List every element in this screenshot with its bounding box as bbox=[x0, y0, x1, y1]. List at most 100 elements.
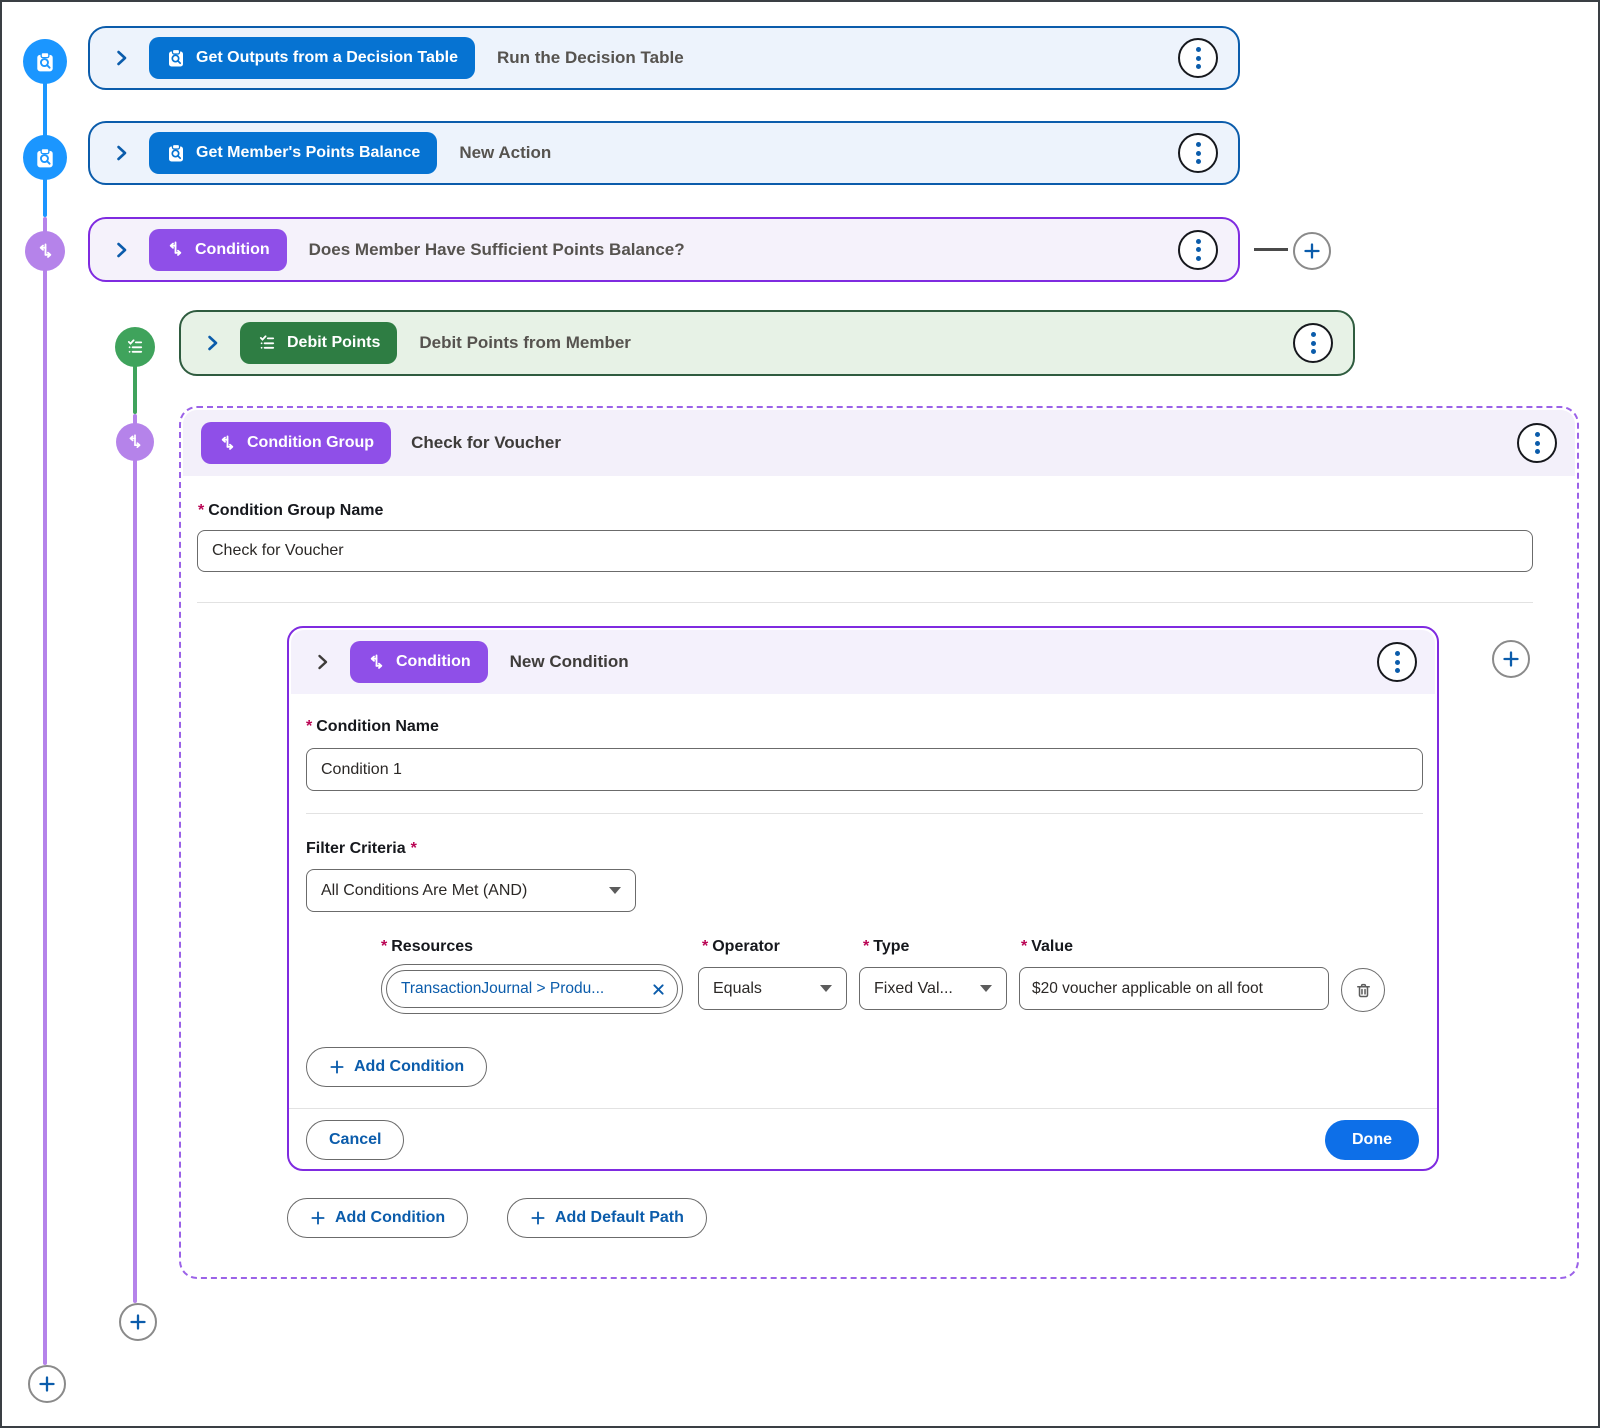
condition-group-header[interactable]: Condition Group Check for Voucher bbox=[183, 410, 1575, 476]
type-value: Fixed Val... bbox=[874, 979, 953, 997]
condition-node-icon bbox=[25, 231, 65, 271]
action-badge: Get Outputs from a Decision Table bbox=[149, 37, 475, 79]
action-badge: Get Member's Points Balance bbox=[149, 132, 438, 174]
badge-label: Debit Points bbox=[287, 334, 381, 351]
condition-menu-button[interactable] bbox=[1377, 642, 1417, 682]
plus-icon bbox=[531, 1211, 545, 1225]
delete-criteria-button[interactable] bbox=[1341, 968, 1385, 1012]
action-node-icon bbox=[23, 39, 67, 84]
add-default-path-button[interactable]: Add Default Path bbox=[507, 1198, 707, 1238]
checklist-icon bbox=[127, 339, 143, 353]
value-input[interactable] bbox=[1019, 967, 1329, 1010]
required-marker: * bbox=[410, 840, 417, 857]
flow-row-condition[interactable]: Condition Does Member Have Sufficient Po… bbox=[88, 217, 1240, 282]
debit-points-badge: Debit Points bbox=[240, 322, 398, 364]
branch-icon bbox=[169, 241, 182, 256]
badge-label: Condition bbox=[396, 653, 471, 670]
cancel-button[interactable]: Cancel bbox=[306, 1120, 405, 1160]
plus-icon bbox=[130, 1314, 146, 1330]
chevron-down-icon bbox=[820, 985, 832, 992]
expand-chevron-icon[interactable] bbox=[205, 333, 220, 353]
condition-badge: Condition bbox=[350, 641, 488, 683]
type-select[interactable]: Fixed Val... bbox=[859, 967, 1007, 1010]
condition-name-label: *Condition Name bbox=[306, 718, 439, 735]
row-menu-button[interactable] bbox=[1178, 38, 1218, 78]
add-criteria-button[interactable]: Add Condition bbox=[306, 1047, 488, 1087]
condition-name-input[interactable] bbox=[306, 748, 1423, 791]
badge-label: Get Outputs from a Decision Table bbox=[196, 49, 458, 66]
action-node-icon bbox=[23, 135, 67, 180]
clipboard-search-icon bbox=[169, 143, 183, 162]
row-title: Does Member Have Sufficient Points Balan… bbox=[308, 239, 685, 259]
group-menu-button[interactable] bbox=[1517, 423, 1557, 463]
expand-chevron-icon[interactable] bbox=[114, 240, 129, 260]
badge-label: Get Member's Points Balance bbox=[196, 144, 421, 161]
expand-chevron-icon[interactable] bbox=[315, 652, 330, 672]
row-menu-button[interactable] bbox=[1293, 323, 1333, 363]
add-condition-button[interactable]: Add Condition bbox=[287, 1198, 469, 1238]
resource-pill-label: TransactionJournal > Produ... bbox=[401, 980, 605, 997]
chevron-down-icon bbox=[609, 887, 621, 894]
flow-row-debit-points[interactable]: Debit Points Debit Points from Member bbox=[179, 310, 1355, 376]
condition-group-container: Condition Group Check for Voucher *Condi… bbox=[179, 406, 1579, 1279]
section-divider bbox=[197, 602, 1533, 603]
type-label: *Type bbox=[863, 938, 910, 955]
resource-pill[interactable]: TransactionJournal > Produ... bbox=[386, 970, 678, 1008]
operator-select[interactable]: Equals bbox=[698, 967, 847, 1010]
remove-pill-icon[interactable] bbox=[652, 983, 665, 996]
done-button[interactable]: Done bbox=[1325, 1120, 1419, 1160]
branch-icon bbox=[129, 434, 141, 448]
row-title: Debit Points from Member bbox=[419, 333, 631, 352]
flow-row-get-points-balance[interactable]: Get Member's Points Balance New Action bbox=[88, 121, 1240, 185]
condition-editor-card: Condition New Condition *Condition Name … bbox=[287, 626, 1439, 1171]
branch-icon bbox=[221, 434, 234, 450]
connector-line bbox=[43, 217, 47, 1365]
clipboard-search-icon bbox=[37, 147, 53, 167]
resources-label: *Resources bbox=[381, 938, 474, 955]
row-menu-button[interactable] bbox=[1178, 229, 1218, 270]
expand-chevron-icon[interactable] bbox=[114, 143, 129, 163]
connector-dash bbox=[1254, 248, 1288, 251]
plus-icon bbox=[1304, 243, 1320, 259]
checklist-icon bbox=[259, 335, 275, 349]
debit-node-icon bbox=[115, 327, 155, 367]
condition-node-icon bbox=[116, 423, 154, 461]
footer-divider bbox=[289, 1108, 1437, 1109]
filter-criteria-label: Filter Criteria* bbox=[306, 840, 417, 857]
plus-icon bbox=[311, 1211, 325, 1225]
trash-icon bbox=[1356, 983, 1370, 997]
expand-chevron-icon[interactable] bbox=[114, 48, 129, 68]
badge-label: Condition Group bbox=[247, 434, 375, 451]
row-menu-button[interactable] bbox=[1178, 133, 1218, 173]
plus-icon bbox=[1503, 651, 1519, 667]
operator-label: *Operator bbox=[702, 938, 780, 955]
add-path-button[interactable] bbox=[1293, 232, 1331, 270]
add-element-button[interactable] bbox=[119, 1303, 157, 1341]
plus-icon bbox=[39, 1376, 55, 1392]
section-divider bbox=[306, 813, 1423, 814]
value-label: *Value bbox=[1021, 938, 1074, 955]
flow-row-get-outputs[interactable]: Get Outputs from a Decision Table Run th… bbox=[88, 26, 1240, 90]
clipboard-search-icon bbox=[37, 51, 53, 71]
condition-badge: Condition bbox=[149, 228, 287, 271]
required-marker: * bbox=[198, 502, 205, 519]
condition-group-name-label: *Condition Group Name bbox=[198, 502, 384, 519]
resources-field[interactable]: TransactionJournal > Produ... bbox=[381, 964, 683, 1014]
filter-match-select[interactable]: All Conditions Are Met (AND) bbox=[306, 869, 636, 912]
row-title: Run the Decision Table bbox=[496, 48, 684, 67]
branch-icon bbox=[39, 242, 51, 258]
chevron-down-icon bbox=[980, 985, 992, 992]
add-path-button[interactable] bbox=[1492, 640, 1530, 678]
connector-line bbox=[133, 414, 137, 1303]
condition-group-title: Check for Voucher bbox=[411, 433, 561, 452]
condition-card-header[interactable]: Condition New Condition bbox=[291, 630, 1435, 694]
plus-icon bbox=[330, 1060, 344, 1074]
required-marker: * bbox=[306, 718, 313, 735]
condition-group-name-input[interactable] bbox=[197, 530, 1533, 572]
branch-icon bbox=[370, 653, 383, 669]
row-title: New Action bbox=[459, 143, 552, 162]
operator-value: Equals bbox=[713, 979, 762, 997]
clipboard-search-icon bbox=[169, 48, 183, 67]
add-element-button[interactable] bbox=[28, 1365, 66, 1403]
